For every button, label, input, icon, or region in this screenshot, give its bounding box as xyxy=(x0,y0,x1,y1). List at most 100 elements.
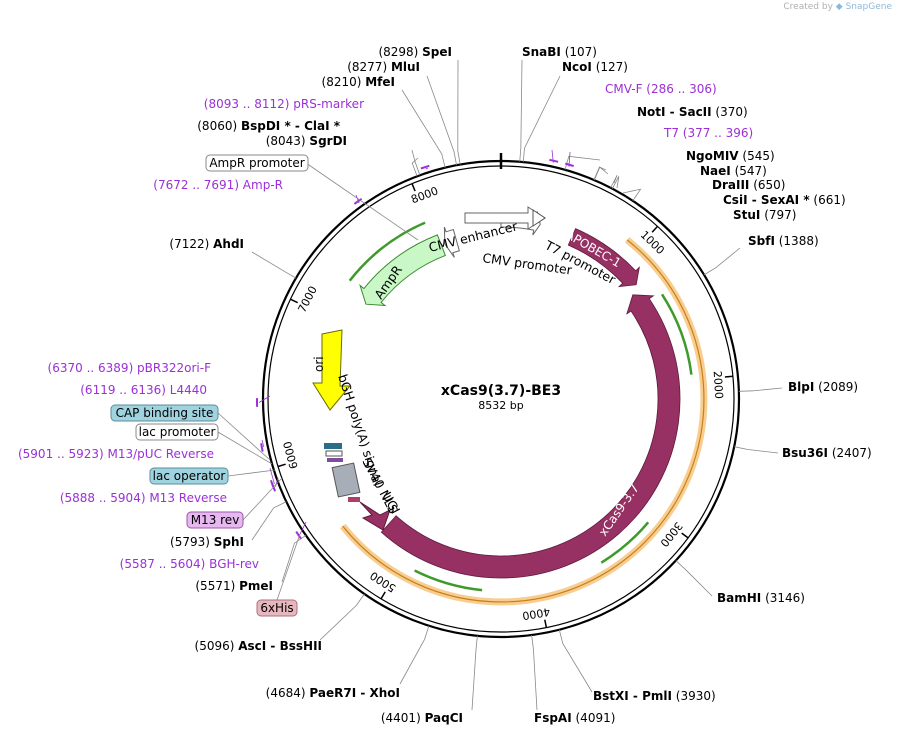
site-position: (3146) xyxy=(761,591,805,605)
feature-label-ori: ori xyxy=(312,356,326,372)
site-leader-line xyxy=(703,247,741,276)
site-position: (661) xyxy=(810,193,846,207)
site-leader-line xyxy=(399,625,430,685)
lac-promoter-block xyxy=(325,450,343,457)
site-label: Bsu36I (2407) xyxy=(782,446,872,460)
primer-name: (6119 .. 6136) L4440 xyxy=(80,383,207,397)
primer-binding-arc xyxy=(260,443,264,452)
site-leader-line xyxy=(675,560,713,597)
ruler-tick-label: 2000 xyxy=(711,371,726,400)
box-label: 6xHis xyxy=(260,601,293,615)
primer-5: (6119 .. 6136) L4440 xyxy=(80,383,265,452)
site-label: (8043) SgrDI xyxy=(266,134,347,148)
box-background xyxy=(205,154,309,172)
site-label: CsiI - SexAI * (661) xyxy=(723,193,846,207)
restriction-site-pmei: (5571) PmeI xyxy=(195,534,307,593)
primer-label: (5587 .. 5604) BGH-rev xyxy=(120,557,259,571)
apobec-feature-arrow xyxy=(567,228,640,288)
ruler-tick xyxy=(724,375,733,378)
primer-1: (7672 .. 7691) Amp-R xyxy=(153,178,363,205)
restriction-site-paer7i: (4684) PaeR7I - XhoI xyxy=(266,625,430,700)
primer-binding-arc xyxy=(420,164,430,170)
site-leader-line xyxy=(734,446,779,454)
site-leader-line xyxy=(471,635,478,711)
box-label: CAP binding site xyxy=(116,406,214,420)
site-leader-line xyxy=(622,188,642,202)
restriction-site-spei: (8298) SpeI xyxy=(378,45,461,165)
box-label: M13 rev xyxy=(191,513,240,527)
primer-leader-line xyxy=(258,395,271,403)
box-label: lac promoter xyxy=(139,425,216,439)
restriction-site-noti: NotI - SacII (370) xyxy=(564,105,748,170)
site-leader-line xyxy=(611,176,620,189)
site-name: SbfI xyxy=(748,234,775,248)
site-name: SphI xyxy=(214,535,244,549)
site-position: (4401) xyxy=(381,711,425,725)
site-leader-line xyxy=(522,75,561,163)
restriction-site-bamhi: BamHI (3146) xyxy=(675,560,805,605)
site-name: DraIII xyxy=(712,178,749,192)
ugi-feature-arrow xyxy=(359,501,391,531)
site-name: BlpI xyxy=(788,380,814,394)
primer-label: (8093 .. 8112) pRS-marker xyxy=(204,97,364,111)
ori-feature-arrow xyxy=(312,329,352,411)
site-leader-line xyxy=(401,89,446,168)
site-leader-line xyxy=(558,629,593,693)
site-name: SgrDI xyxy=(309,134,347,148)
site-leader-line xyxy=(738,387,783,392)
primer-label: CMV-F (286 .. 306) xyxy=(605,82,717,96)
box-leader-line xyxy=(217,412,271,461)
site-position: (5096) xyxy=(195,639,239,653)
restriction-site-fspai: FspAI (4091) xyxy=(531,634,615,725)
site-position: (1388) xyxy=(775,234,819,248)
site-leader-line xyxy=(610,175,618,188)
primer-6: (5901 .. 5923) M13/pUC Reverse xyxy=(18,447,276,490)
ampr-feature-arrow xyxy=(359,234,447,307)
primer-leader-line xyxy=(261,439,265,448)
restriction-site-mfei: (8210) MfeI xyxy=(322,75,446,168)
site-leader-line xyxy=(593,166,609,181)
box-label: AmpR promoter xyxy=(209,156,304,170)
primer-leader-line xyxy=(425,167,429,170)
site-name: CsiI - SexAI * xyxy=(723,193,810,207)
ampr-orf-arrow xyxy=(348,221,426,282)
site-label: NotI - SacII (370) xyxy=(637,105,748,119)
site-position: (8060) xyxy=(197,119,241,133)
site-label: (4684) PaeR7I - XhoI xyxy=(266,686,400,700)
site-leader-line xyxy=(251,501,287,541)
restriction-site-blpi: BlpI (2089) xyxy=(738,380,858,394)
primer-name: (8093 .. 8112) pRS-marker xyxy=(204,97,364,111)
ruler-tick xyxy=(277,463,286,468)
xcas9-feature-arrow xyxy=(380,294,681,579)
site-leader-line xyxy=(457,59,461,165)
ruler-tick xyxy=(290,298,299,304)
site-name: NotI - SacII xyxy=(637,105,712,119)
ruler-tick-label: 6000 xyxy=(281,440,301,470)
site-label: NgoMIV (545) xyxy=(686,149,775,163)
primer-range: (377 .. 396) xyxy=(679,126,753,140)
site-leader-line xyxy=(519,59,523,162)
site-name: AscI - BssHII xyxy=(238,639,322,653)
box-background xyxy=(256,599,298,617)
box-background xyxy=(135,423,219,441)
ruler-tick-label: 4000 xyxy=(521,605,551,622)
site-position: (797) xyxy=(760,208,796,222)
ruler-tick-label: 7000 xyxy=(295,284,319,315)
site-label: (7122) AhdI xyxy=(169,237,244,251)
site-leader-line xyxy=(411,149,421,176)
site-name: NcoI xyxy=(562,60,592,74)
site-label: DraIII (650) xyxy=(712,178,785,192)
box-leader-line xyxy=(305,162,419,241)
orf-arc xyxy=(342,239,705,603)
box-leader-line xyxy=(217,431,273,465)
site-position: (8210) xyxy=(322,75,366,89)
site-position: (3930) xyxy=(672,689,716,703)
site-name: BspDI * - ClaI * xyxy=(241,119,341,133)
primer-name: (7672 .. 7691) Amp-R xyxy=(153,178,283,192)
site-position: (8277) xyxy=(347,60,391,74)
restriction-site-draiii: DraIII (650) xyxy=(610,175,785,192)
bgh-polya-block xyxy=(331,462,361,498)
ruler-tick xyxy=(380,591,386,600)
primer-name: (5587 .. 5604) BGH-rev xyxy=(120,557,259,571)
site-label: (8298) SpeI xyxy=(378,45,452,59)
